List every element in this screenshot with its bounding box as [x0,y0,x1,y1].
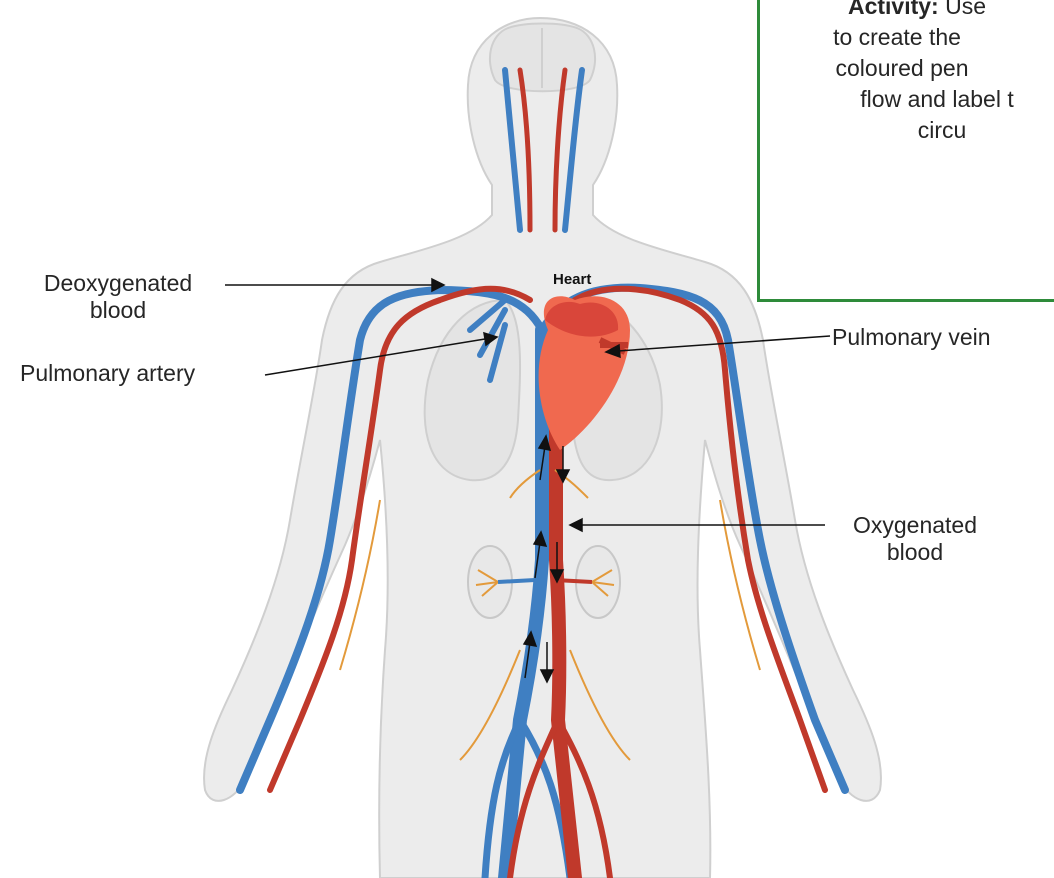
activity-heading: Activity: [848,0,939,19]
deoxygenated-blood-label: Deoxygenated blood [18,270,218,324]
activity-box: Activity: Use to create the coloured pen… [757,0,1054,302]
pulmonary-vein-label: Pulmonary vein [832,324,991,351]
pulmonary-artery-label: Pulmonary artery [20,360,195,387]
activity-instructions: Activity: Use to create the coloured pen… [760,0,1054,146]
oxygenated-blood-label: Oxygenated blood [830,512,1000,566]
heart-label: Heart [553,271,591,288]
